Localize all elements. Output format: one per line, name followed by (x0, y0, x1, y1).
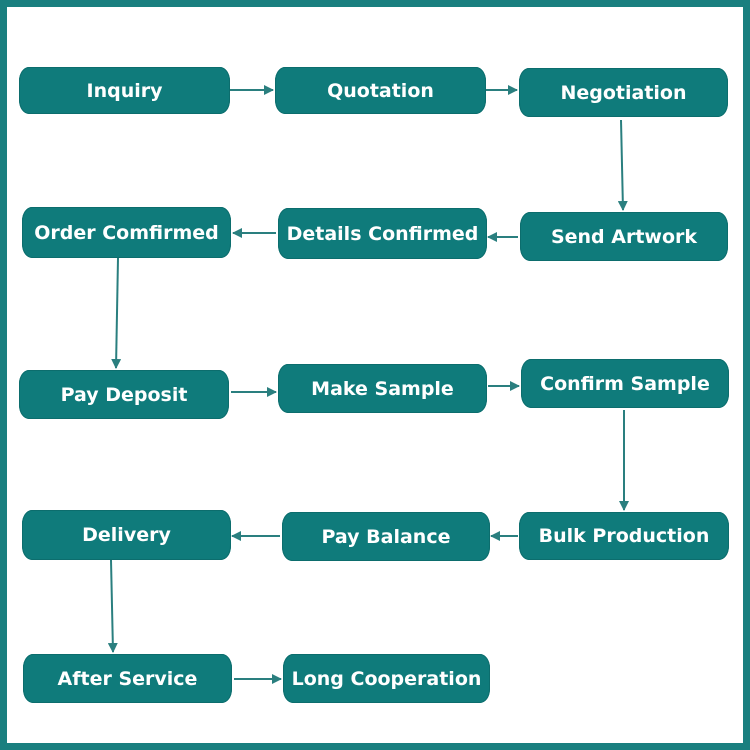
arrow-negotiation-to-send-artwork (617, 119, 628, 211)
step-negotiation: Negotiation (519, 68, 728, 117)
step-make-sample: Make Sample (278, 364, 487, 413)
step-confirm-sample: Confirm Sample (521, 359, 729, 408)
step-inquiry: Inquiry (19, 67, 230, 114)
arrow-delivery-to-after-service (107, 559, 118, 653)
arrow-order-confirmed-to-pay-deposit (111, 257, 122, 369)
step-send-artwork: Send Artwork (520, 212, 728, 261)
step-quotation: Quotation (275, 67, 486, 114)
step-order-confirmed: Order Comfirmed (22, 207, 231, 258)
step-bulk-production: Bulk Production (519, 512, 729, 560)
step-pay-balance: Pay Balance (282, 512, 490, 561)
step-pay-deposit: Pay Deposit (19, 370, 229, 419)
step-after-service: After Service (23, 654, 232, 703)
step-delivery: Delivery (22, 510, 231, 560)
step-details-confirmed: Details Confirmed (278, 208, 487, 259)
step-long-cooperation: Long Cooperation (283, 654, 490, 703)
